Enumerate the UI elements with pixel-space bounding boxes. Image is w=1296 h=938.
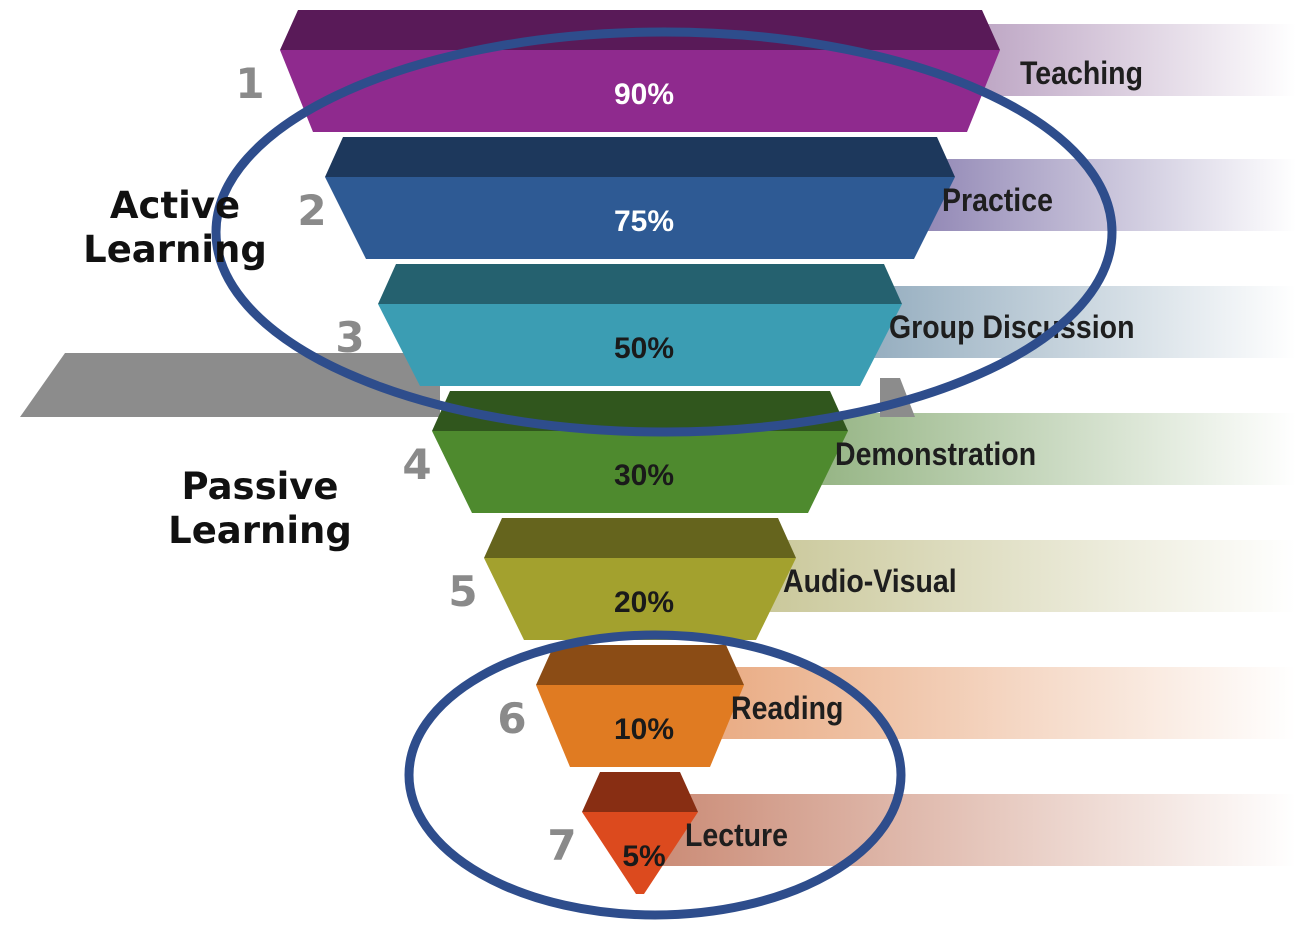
level-percent-3: 50% — [614, 332, 674, 365]
level-top-2 — [325, 137, 955, 177]
level-band-6 — [684, 667, 1296, 739]
level-face-4 — [432, 431, 848, 513]
level-rank-1: 1 — [235, 59, 264, 108]
level-percent-5: 20% — [614, 586, 674, 619]
active-learning-label: Active Learning — [60, 184, 290, 272]
active-learning-highlight-ellipse — [211, 27, 1117, 437]
level-label-7: Lecture — [685, 816, 788, 853]
level-face-1 — [280, 50, 1000, 132]
active-learning-line1: Active — [109, 184, 241, 227]
level-rank-4: 4 — [402, 440, 431, 489]
passive-learning-label: Passive Learning — [145, 465, 375, 553]
level-band-7 — [638, 794, 1296, 866]
level-label-5: Audio-Visual — [783, 562, 957, 599]
level-top-6 — [536, 645, 744, 685]
level-label-2: Practice — [942, 181, 1053, 218]
level-band-4 — [788, 413, 1296, 485]
level-label-1: Teaching — [1020, 54, 1143, 91]
level-rank-5: 5 — [448, 567, 477, 616]
level-face-6 — [536, 685, 744, 767]
level-face-7 — [582, 812, 698, 894]
level-band-1 — [940, 24, 1296, 96]
level-label-4: Demonstration — [835, 435, 1036, 472]
level-percent-6: 10% — [614, 713, 674, 746]
level-rank-7: 7 — [547, 821, 576, 870]
level-rank-2: 2 — [297, 186, 326, 235]
level-top-7 — [582, 772, 698, 812]
level-percent-7: 5% — [622, 840, 665, 873]
passive-learning-line1: Passive — [181, 465, 339, 508]
level-top-3 — [378, 264, 902, 304]
active-learning-line2: Learning — [83, 228, 267, 271]
level-percent-1: 90% — [614, 78, 674, 111]
level-label-3: Group Discussion — [889, 308, 1135, 345]
passive-learning-highlight-ellipse — [404, 630, 906, 920]
passive-learning-line2: Learning — [168, 509, 352, 552]
level-top-5 — [484, 518, 796, 558]
level-label-6: Reading — [731, 689, 843, 726]
level-face-3 — [378, 304, 902, 386]
level-rank-6: 6 — [497, 694, 526, 743]
level-face-5 — [484, 558, 796, 640]
level-band-5 — [736, 540, 1296, 612]
level-percent-2: 75% — [614, 205, 674, 238]
level-rank-3: 3 — [335, 313, 364, 362]
level-percent-4: 30% — [614, 459, 674, 492]
level-face-2 — [325, 177, 955, 259]
